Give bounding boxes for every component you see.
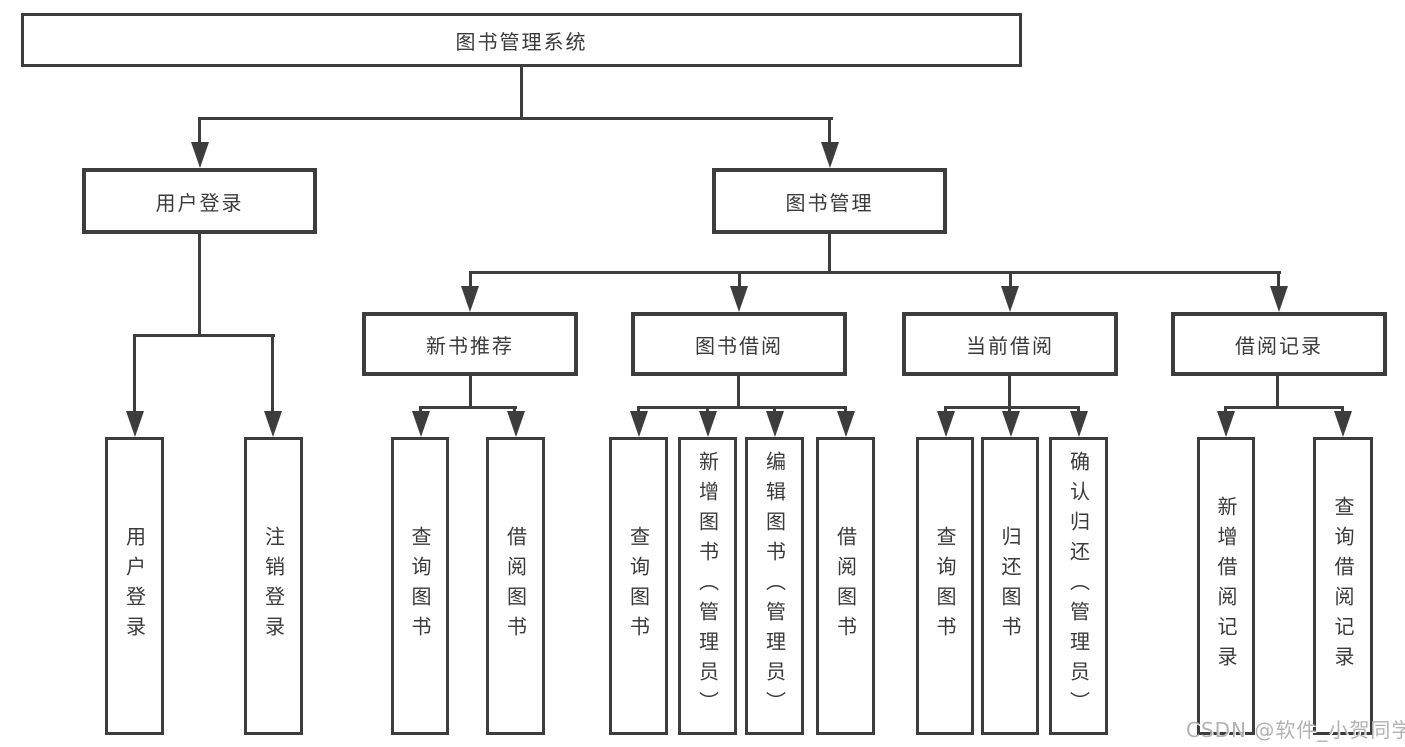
connector-line <box>773 406 776 413</box>
connector-line <box>738 271 741 289</box>
arrow-head <box>411 411 430 437</box>
connector-line <box>1077 406 1080 413</box>
leaf-record-query-label: 查询借阅记录 <box>1331 496 1355 676</box>
leaf-current-confirm-return-admin: 确认归还（管理员） <box>1049 437 1108 735</box>
arrow-head <box>191 142 209 168</box>
leaf-borrow-edit-book-admin-label: 编辑图书（管理员） <box>762 451 787 721</box>
node-new-book-recommend-label: 新书推荐 <box>426 333 514 358</box>
connector-line <box>1277 271 1280 289</box>
connector-line <box>944 406 1080 409</box>
arrow-head <box>125 411 144 437</box>
arrow-head <box>730 286 748 312</box>
leaf-recommend-query-book-label: 查询图书 <box>408 526 432 646</box>
connector-line <box>706 406 709 413</box>
connector-line <box>133 334 136 413</box>
leaf-borrow-query-book-label: 查询图书 <box>626 526 651 646</box>
leaf-record-query: 查询借阅记录 <box>1313 437 1373 735</box>
arrow-head <box>836 411 855 437</box>
leaf-borrow-edit-book-admin: 编辑图书（管理员） <box>745 437 804 735</box>
node-root: 图书管理系统 <box>21 13 1022 67</box>
leaf-recommend-borrow-book: 借阅图书 <box>486 437 545 735</box>
arrow-head <box>1216 411 1235 437</box>
connector-line <box>271 334 274 413</box>
leaf-borrow-borrow-book: 借阅图书 <box>816 437 875 735</box>
connector-line <box>419 406 517 409</box>
arrow-head <box>698 411 717 437</box>
leaf-borrow-borrow-book-label: 借阅图书 <box>833 526 858 646</box>
connector-line <box>844 406 847 413</box>
connector-line <box>469 374 472 409</box>
arrow-head <box>263 411 282 437</box>
arrow-head <box>461 286 479 312</box>
connector-line <box>1224 406 1227 413</box>
connector-line <box>1009 271 1012 289</box>
arrow-head <box>1334 411 1352 437</box>
connector-line <box>469 271 1281 274</box>
connector-line <box>520 67 523 118</box>
connector-line <box>419 406 422 413</box>
leaf-user-login: 用户登录 <box>105 437 164 735</box>
leaf-logout-label: 注销登录 <box>261 526 286 646</box>
leaf-recommend-query-book: 查询图书 <box>391 437 449 735</box>
leaf-current-confirm-return-admin-label: 确认归还（管理员） <box>1066 451 1091 721</box>
node-borrow-record-label: 借阅记录 <box>1235 333 1323 358</box>
arrow-head <box>765 411 784 437</box>
leaf-borrow-add-book-admin: 新增图书（管理员） <box>678 437 737 735</box>
arrow-head <box>821 142 839 168</box>
connector-line <box>198 232 201 337</box>
connector-line <box>1008 374 1011 409</box>
connector-line <box>637 406 640 413</box>
leaf-current-query-book: 查询图书 <box>916 437 974 735</box>
leaf-logout: 注销登录 <box>244 437 303 735</box>
arrow-head <box>506 411 525 437</box>
connector-line <box>1276 374 1279 409</box>
connector-line <box>1224 406 1343 409</box>
node-book-borrow: 图书借阅 <box>631 312 847 376</box>
node-new-book-recommend: 新书推荐 <box>362 312 578 376</box>
leaf-record-add: 新增借阅记录 <box>1197 437 1255 735</box>
connector-line <box>1008 406 1011 413</box>
node-book-management-label: 图书管理 <box>785 190 874 215</box>
connector-line <box>1341 406 1344 413</box>
connector-line <box>198 117 201 144</box>
node-user-login: 用户登录 <box>82 168 317 234</box>
node-user-login-label: 用户登录 <box>155 190 244 215</box>
node-book-management: 图书管理 <box>712 168 947 234</box>
leaf-recommend-borrow-book-label: 借阅图书 <box>503 526 528 646</box>
arrow-head <box>1270 286 1288 312</box>
arrow-head <box>1001 286 1019 312</box>
leaf-borrow-query-book: 查询图书 <box>609 437 668 735</box>
leaf-current-query-book-label: 查询图书 <box>933 526 957 646</box>
arrow-head <box>1069 411 1088 437</box>
leaf-user-login-label: 用户登录 <box>122 526 147 646</box>
connector-line <box>828 232 831 274</box>
connector-line <box>828 117 831 144</box>
arrow-head <box>1001 411 1020 437</box>
node-current-borrow-label: 当前借阅 <box>966 333 1054 358</box>
connector-line <box>637 406 846 409</box>
leaf-current-return-book: 归还图书 <box>981 437 1039 735</box>
leaf-record-add-label: 新增借阅记录 <box>1214 496 1238 676</box>
connector-line <box>133 334 275 337</box>
node-root-label: 图书管理系统 <box>455 29 588 54</box>
arrow-head <box>936 411 955 437</box>
connector-line <box>944 406 947 413</box>
node-current-borrow: 当前借阅 <box>902 312 1118 376</box>
arrow-head <box>629 411 648 437</box>
connector-line <box>737 374 740 409</box>
connector-line <box>469 271 472 289</box>
connector-line <box>198 117 833 120</box>
node-book-borrow-label: 图书借阅 <box>695 333 783 358</box>
node-borrow-record: 借阅记录 <box>1171 312 1387 376</box>
csdn-watermark: CSDN @软件_小贺同学 <box>1186 718 1405 742</box>
connector-line <box>513 406 516 413</box>
leaf-current-return-book-label: 归还图书 <box>998 526 1022 646</box>
leaf-borrow-add-book-admin-label: 新增图书（管理员） <box>695 451 720 721</box>
